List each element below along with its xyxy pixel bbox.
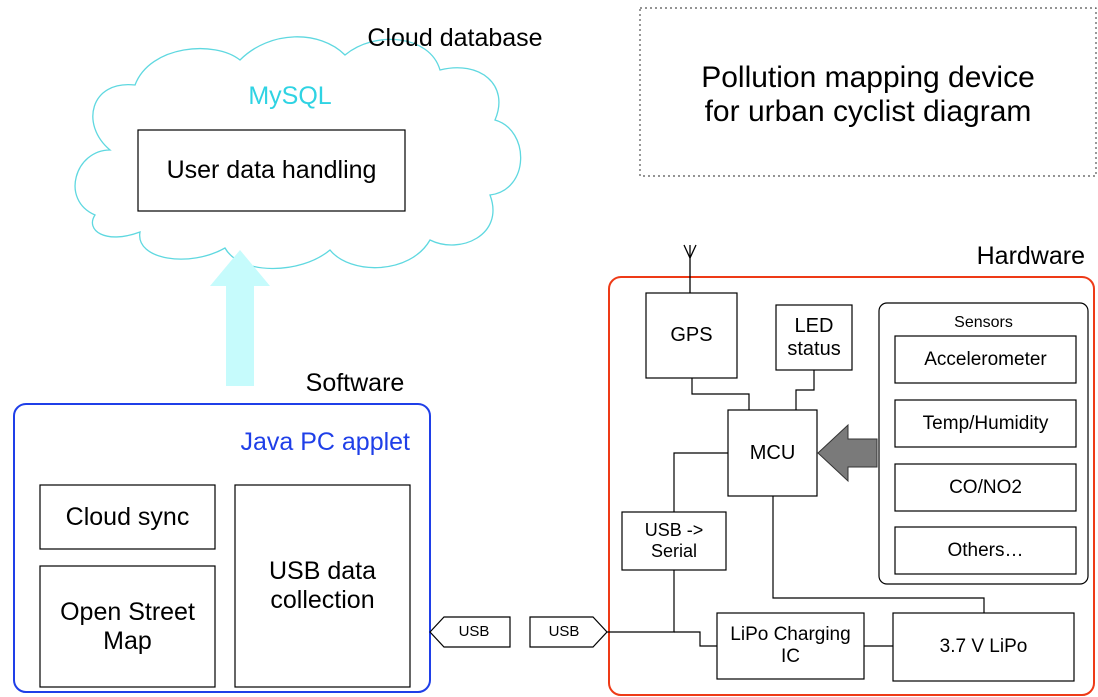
user-data-box xyxy=(137,129,406,212)
sensor-others-label: Others… xyxy=(947,539,1024,561)
upload-arrow xyxy=(210,250,270,386)
user-data-label: User data handling xyxy=(166,156,377,185)
sensor-to-mcu-arrow xyxy=(817,423,878,483)
sensor-accelerometer-label: Accelerometer xyxy=(924,348,1047,370)
sensor-box-others xyxy=(894,526,1077,575)
sensor-box-accelerometer xyxy=(894,335,1077,384)
led-box xyxy=(775,304,853,371)
wiring xyxy=(607,370,985,647)
diagram-title: Pollution mapping device for urban cycli… xyxy=(701,60,1035,129)
cloud-sync-label: Cloud sync xyxy=(65,502,190,531)
mcu-label: MCU xyxy=(749,441,796,464)
mysql-label: MySQL xyxy=(248,81,332,110)
usb-serial-label: USB -> Serial xyxy=(644,520,704,561)
cloud-heading: Cloud database xyxy=(367,23,543,52)
sensor-co-no2-label: CO/NO2 xyxy=(949,476,1022,498)
cloud-shape xyxy=(74,36,522,270)
open-street-map-label: Open Street Map xyxy=(60,597,195,655)
title-frame xyxy=(639,7,1097,177)
hardware-heading: Hardware xyxy=(976,241,1085,270)
usb-tag-right-label: USB xyxy=(548,623,580,641)
hardware-frame xyxy=(608,276,1095,696)
cloud-sync-box xyxy=(39,484,216,550)
gps-label: GPS xyxy=(670,324,713,346)
usb-collection-box xyxy=(234,484,411,688)
usb-tag-left xyxy=(429,616,511,648)
antenna-icon xyxy=(683,244,697,293)
led-label: LED status xyxy=(787,314,841,360)
usb-tag-left-label: USB xyxy=(458,623,490,641)
usb-collection-label: USB data collection xyxy=(268,557,376,614)
java-applet-label: Java PC applet xyxy=(240,427,410,456)
software-frame xyxy=(13,403,431,693)
sensor-box-temp-humidity xyxy=(894,399,1077,448)
sensors-title: Sensors xyxy=(954,313,1013,331)
battery-box xyxy=(892,612,1075,682)
battery-label: 3.7 V LiPo xyxy=(939,636,1028,658)
mcu-box xyxy=(727,409,818,497)
lipo-ic-label: LiPo Charging IC xyxy=(730,624,851,667)
software-heading: Software xyxy=(305,368,405,397)
usb-serial-box xyxy=(621,511,727,571)
usb-tag-right xyxy=(529,616,608,648)
gps-box xyxy=(645,292,738,379)
sensor-temp-humidity-label: Temp/Humidity xyxy=(922,412,1049,434)
sensor-box-co-no2 xyxy=(894,463,1077,512)
open-street-map-box xyxy=(39,565,216,688)
lipo-ic-box xyxy=(716,612,865,680)
